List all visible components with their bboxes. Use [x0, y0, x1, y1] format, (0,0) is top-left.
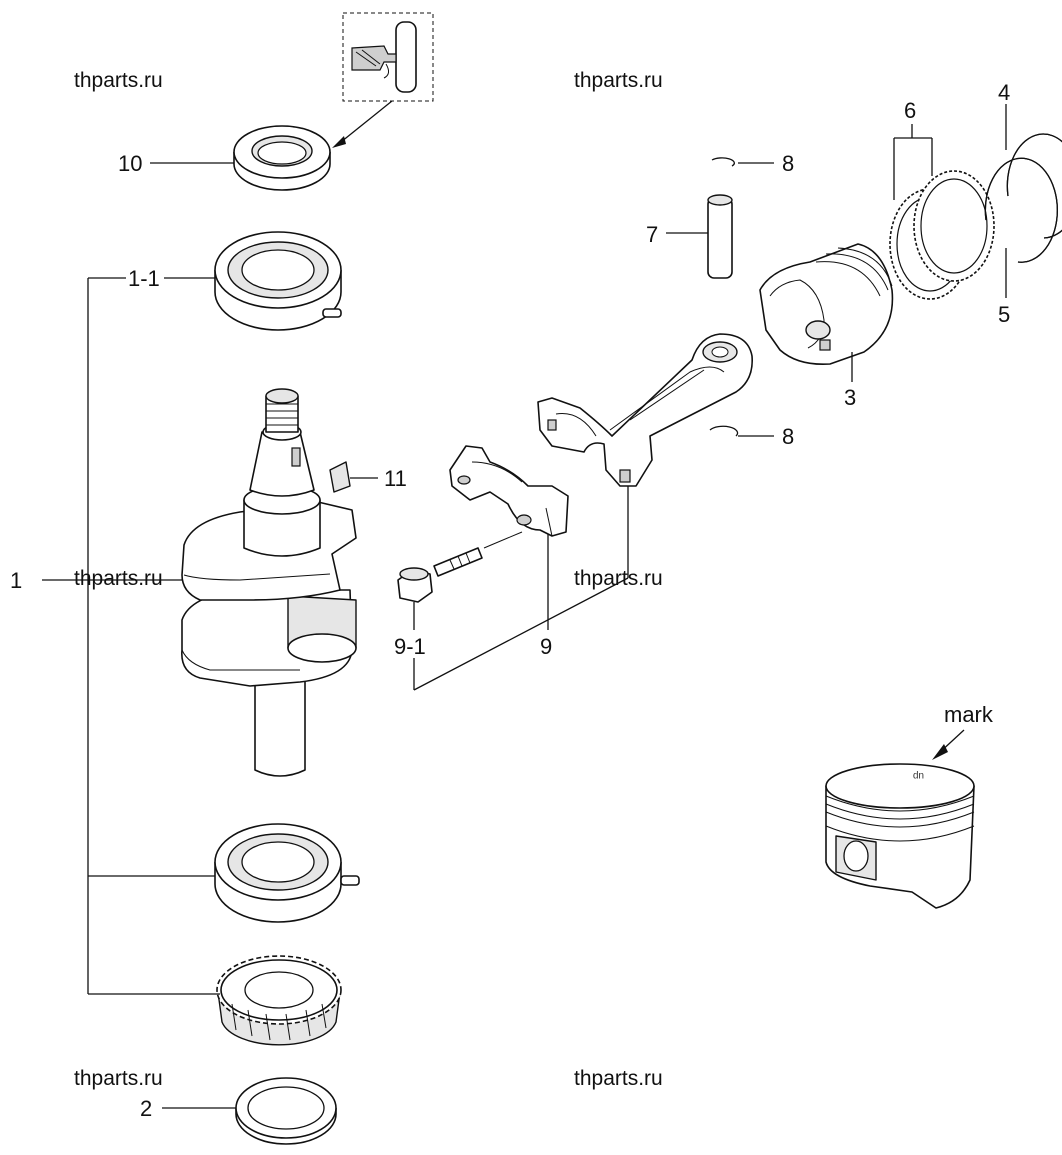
crank-gear: [216, 955, 342, 1046]
detail-leader: [335, 100, 393, 147]
circlip-bottom: [709, 425, 739, 437]
lower-bearing: [214, 823, 360, 923]
watermark: thparts.ru: [74, 1067, 163, 1090]
rod-cap: [449, 445, 569, 537]
callout-top-ring: 4: [998, 80, 1010, 105]
arrow-head: [332, 136, 346, 148]
connecting-rod: [537, 333, 753, 487]
piston-mark-text: up: [912, 770, 924, 781]
watermark: thparts.ru: [574, 567, 663, 590]
piston: [759, 243, 894, 366]
piston-mark-view: up: [825, 763, 975, 909]
callout-oil-seal: 10: [118, 151, 142, 176]
top-ring: [1006, 133, 1062, 239]
callout-piston-pin: 7: [646, 222, 658, 247]
seal-detail-inset: [342, 12, 434, 102]
callout-crankshaft-assy: 1: [10, 568, 22, 593]
callout-rod-cap: 9: [540, 634, 552, 659]
circlip-top: [711, 157, 735, 167]
oil-ring: [889, 170, 995, 300]
oil-seal: [233, 125, 331, 191]
callout-key: 11: [384, 466, 407, 491]
woodruff-key: [329, 461, 351, 493]
callout-second-ring: 5: [998, 302, 1010, 327]
second-ring: [984, 157, 1058, 263]
watermark: thparts.ru: [574, 1067, 663, 1090]
callout-mark: mark: [944, 702, 994, 727]
leader-lines: [42, 104, 1007, 1109]
watermark: thparts.ru: [74, 69, 163, 92]
watermark: thparts.ru: [574, 69, 663, 92]
callout-bearing: 1-1: [128, 266, 160, 291]
upper-bearing: [214, 231, 342, 331]
callout-clip-top: 8: [782, 151, 794, 176]
thrust-washer: [235, 1077, 337, 1145]
callout-oil-ring: 6: [904, 98, 916, 123]
rod-bolt: [397, 531, 523, 603]
arrow-head: [932, 744, 948, 760]
callout-washer: 2: [140, 1096, 152, 1121]
callout-clip-bottom: 8: [782, 424, 794, 449]
piston-pin: [707, 194, 733, 279]
watermark: thparts.ru: [74, 567, 163, 590]
callout-piston: 3: [844, 385, 856, 410]
crankshaft: [181, 388, 357, 777]
callout-rod-bolt: 9-1: [394, 634, 426, 659]
